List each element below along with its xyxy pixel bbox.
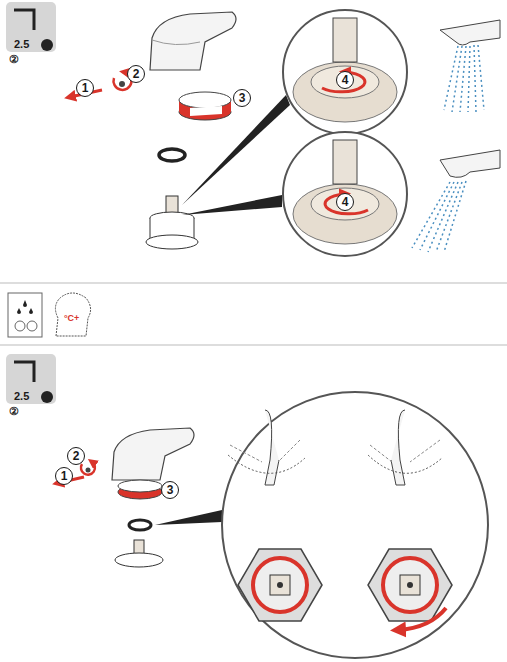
lever-handle xyxy=(70,12,236,97)
separator xyxy=(0,283,507,284)
step-count: ② xyxy=(9,406,19,417)
cap-ring xyxy=(179,92,231,120)
cartridge xyxy=(146,196,198,249)
tool-size: 2.5 xyxy=(14,391,29,402)
tool-icon xyxy=(6,2,56,52)
callout-number: 1 xyxy=(76,79,94,97)
callout-number: 4 xyxy=(336,71,354,89)
callout-number: 4 xyxy=(336,193,354,211)
detail-circle xyxy=(283,132,407,256)
maintenance-icon xyxy=(8,293,42,337)
tool-size: 2.5 xyxy=(14,39,29,50)
leader-wedge xyxy=(182,95,290,205)
tool-icon xyxy=(6,354,56,404)
detail-circle xyxy=(283,10,407,134)
temperature-head-icon xyxy=(55,293,90,336)
leader-wedge xyxy=(182,195,282,215)
retaining-ring xyxy=(159,149,185,161)
callout-number: 3 xyxy=(233,89,251,107)
spout-spray xyxy=(412,150,500,252)
temperature-mark: °C+ xyxy=(64,314,79,323)
step-count: ② xyxy=(9,54,19,65)
detail-circle xyxy=(222,392,488,658)
callout-number: 2 xyxy=(127,65,145,83)
separator xyxy=(0,345,507,346)
callout-number: 2 xyxy=(67,447,85,465)
lever-handle xyxy=(58,428,194,567)
callout-number: 1 xyxy=(55,467,73,485)
callout-number: 3 xyxy=(161,481,179,499)
leader-wedge xyxy=(155,510,222,525)
spout-spray xyxy=(440,20,500,112)
